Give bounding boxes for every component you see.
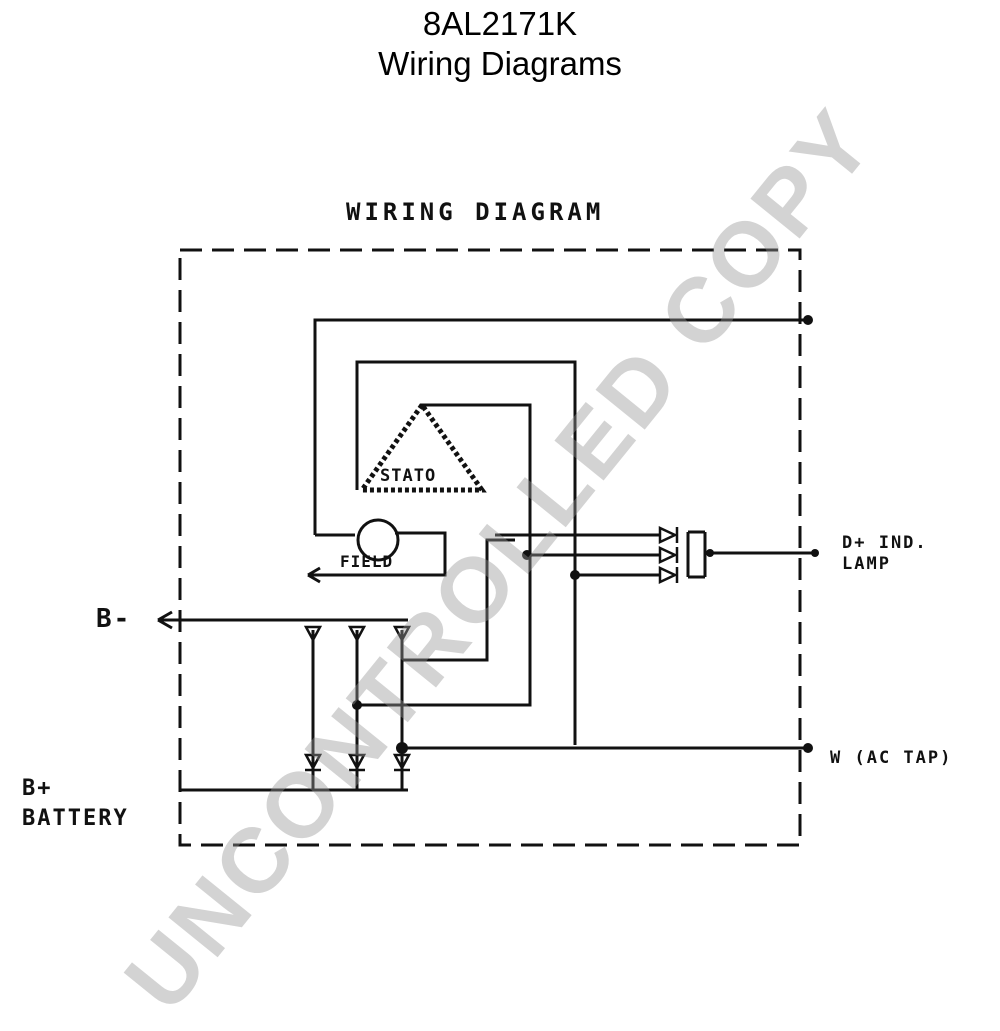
terminal-battery: BATTERY (22, 806, 129, 831)
diagram-heading: WIRING DIAGRAM (346, 198, 605, 226)
wire-outer-loop (313, 318, 808, 535)
terminal-d-plus: D+ IND. (842, 533, 928, 553)
field-regulator-circle (356, 518, 400, 562)
terminal-b-minus: B- (96, 604, 132, 634)
terminal-lamp: LAMP (842, 554, 891, 574)
junction-dot (570, 570, 580, 580)
stator-label: STATO (380, 466, 437, 486)
wire-bridge-top (402, 538, 515, 662)
title-block: 8AL2171K Wiring Diagrams (0, 4, 1000, 84)
junction-dot (811, 549, 819, 557)
wiring-diagram (157, 248, 819, 847)
page-subtitle: Wiring Diagrams (378, 45, 622, 82)
diode-d2 (658, 546, 679, 564)
enclosure-border (178, 248, 802, 847)
junction-dot (352, 700, 362, 710)
terminal-w-ac-tap: W (AC TAP) (830, 748, 953, 768)
junction-dot (396, 742, 408, 754)
diode-pos-3 (392, 753, 412, 772)
terminal-b-plus: B+ (22, 776, 53, 801)
junction-dot (522, 550, 532, 560)
junction-dot (803, 315, 813, 325)
diode-pos-1 (303, 753, 323, 772)
diode-d3 (658, 566, 679, 584)
field-box (395, 531, 447, 577)
part-number: 8AL2171K (422, 5, 578, 42)
diode-pos-2 (347, 753, 367, 772)
diode-neg-1 (303, 625, 323, 643)
junction-dot (803, 743, 813, 753)
field-arrow (307, 566, 321, 584)
diode-neg-3 (392, 625, 412, 643)
d-plus-bus (686, 530, 707, 579)
b-minus-arrow (157, 610, 173, 630)
junction-dot (706, 549, 714, 557)
stator-triangle (357, 400, 487, 493)
field-label: FIELD (340, 552, 394, 571)
diode-d1 (658, 526, 679, 544)
diode-neg-2 (347, 625, 367, 643)
